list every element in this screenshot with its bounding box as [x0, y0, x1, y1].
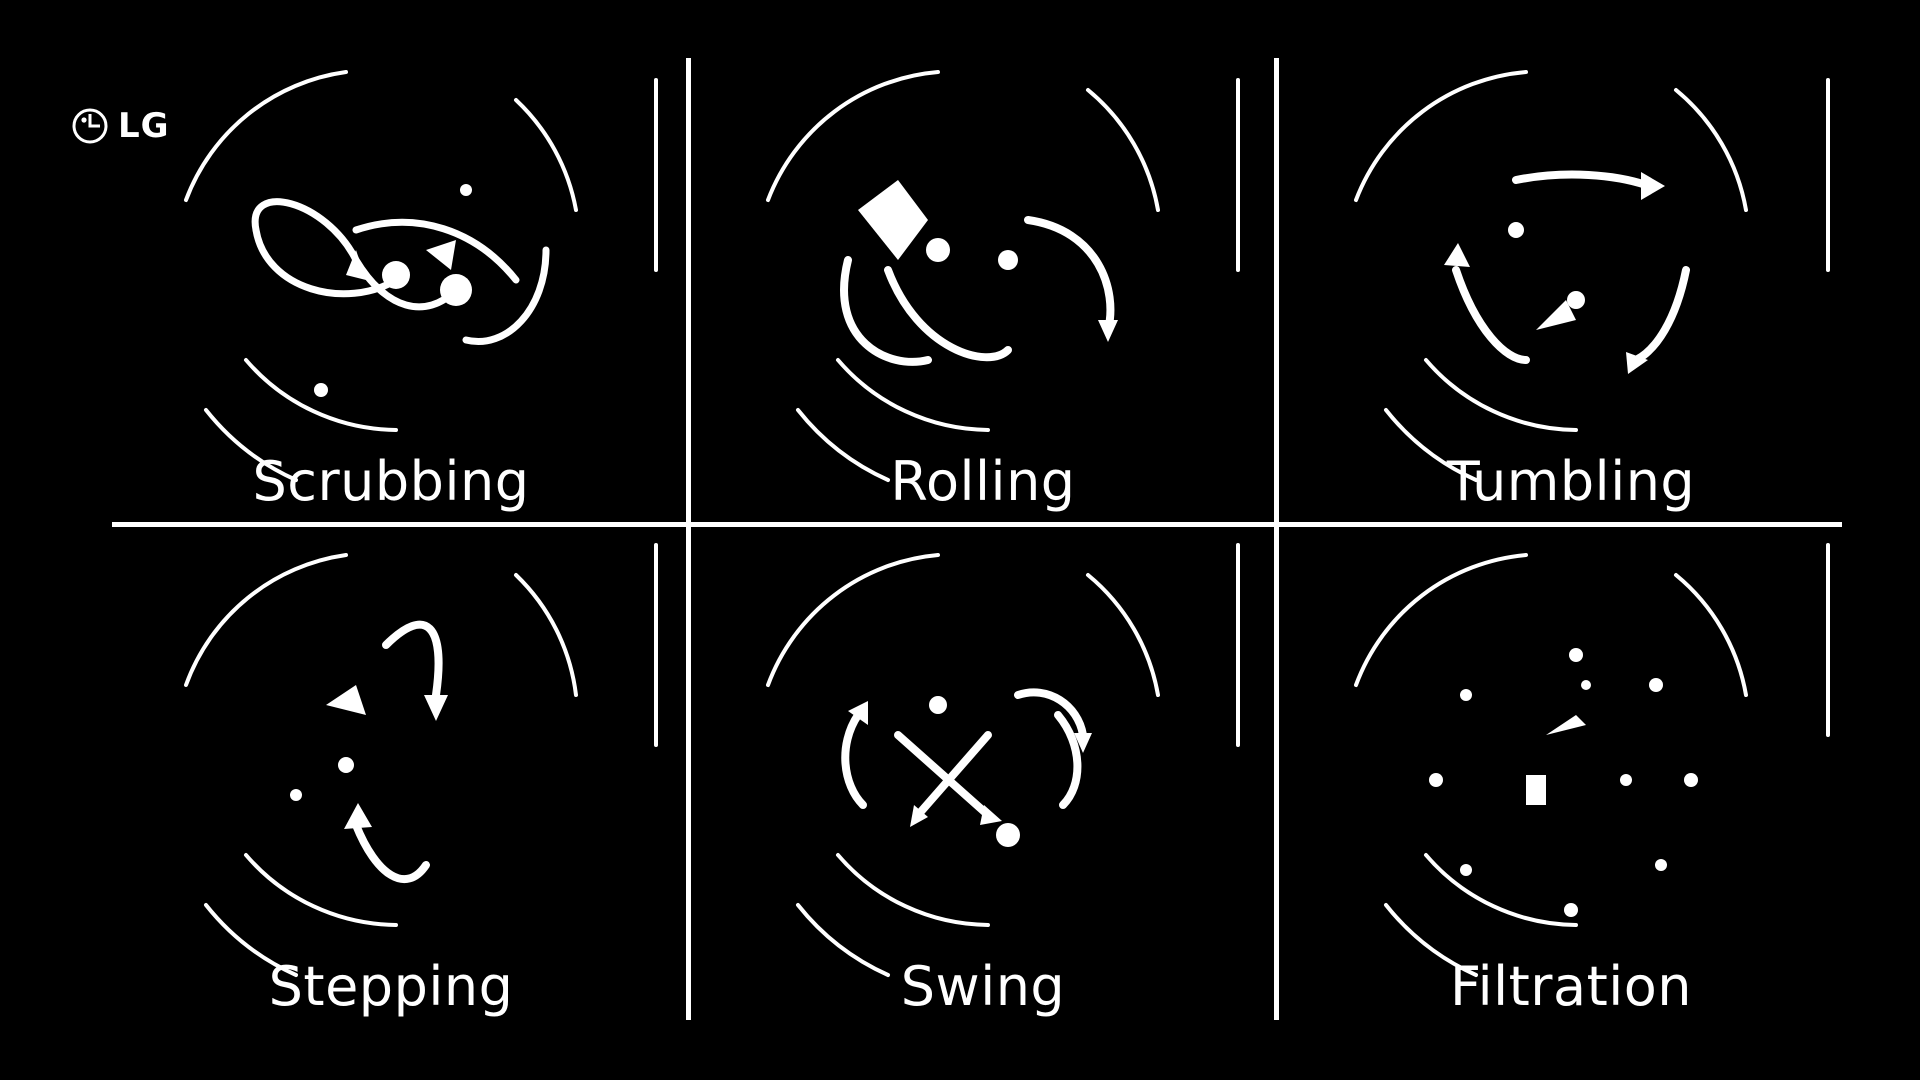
brand-logo: LG	[70, 104, 190, 148]
mode-label: Filtration	[1449, 955, 1693, 1018]
rolling-motion-icon	[766, 70, 1240, 482]
scrubbing-motion-icon	[184, 70, 658, 482]
mode-filtration: Filtration	[1276, 535, 1866, 1035]
mode-tumbling: Tumbling	[1276, 60, 1866, 560]
lg-face-logo-icon	[72, 108, 108, 144]
mode-swing: Swing	[688, 535, 1278, 1035]
mode-label: Rolling	[890, 450, 1076, 513]
tumbling-motion-icon	[1354, 70, 1830, 482]
brand-logo-text: LG	[118, 106, 170, 146]
mode-label: Tumbling	[1446, 450, 1696, 513]
swing-motion-icon	[766, 543, 1240, 977]
vertical-divider-left	[686, 58, 691, 1020]
filtration-motion-icon	[1354, 543, 1830, 977]
mode-label: Swing	[900, 955, 1066, 1018]
stepping-motion-icon	[184, 543, 658, 977]
horizontal-divider	[112, 522, 1842, 527]
vertical-divider-right	[1274, 58, 1279, 1020]
mode-label: Scrubbing	[252, 450, 530, 513]
mode-scrubbing: Scrubbing	[96, 60, 686, 560]
mode-stepping: Stepping	[96, 535, 686, 1035]
mode-rolling: Rolling	[688, 60, 1278, 560]
mode-label: Stepping	[268, 955, 514, 1018]
